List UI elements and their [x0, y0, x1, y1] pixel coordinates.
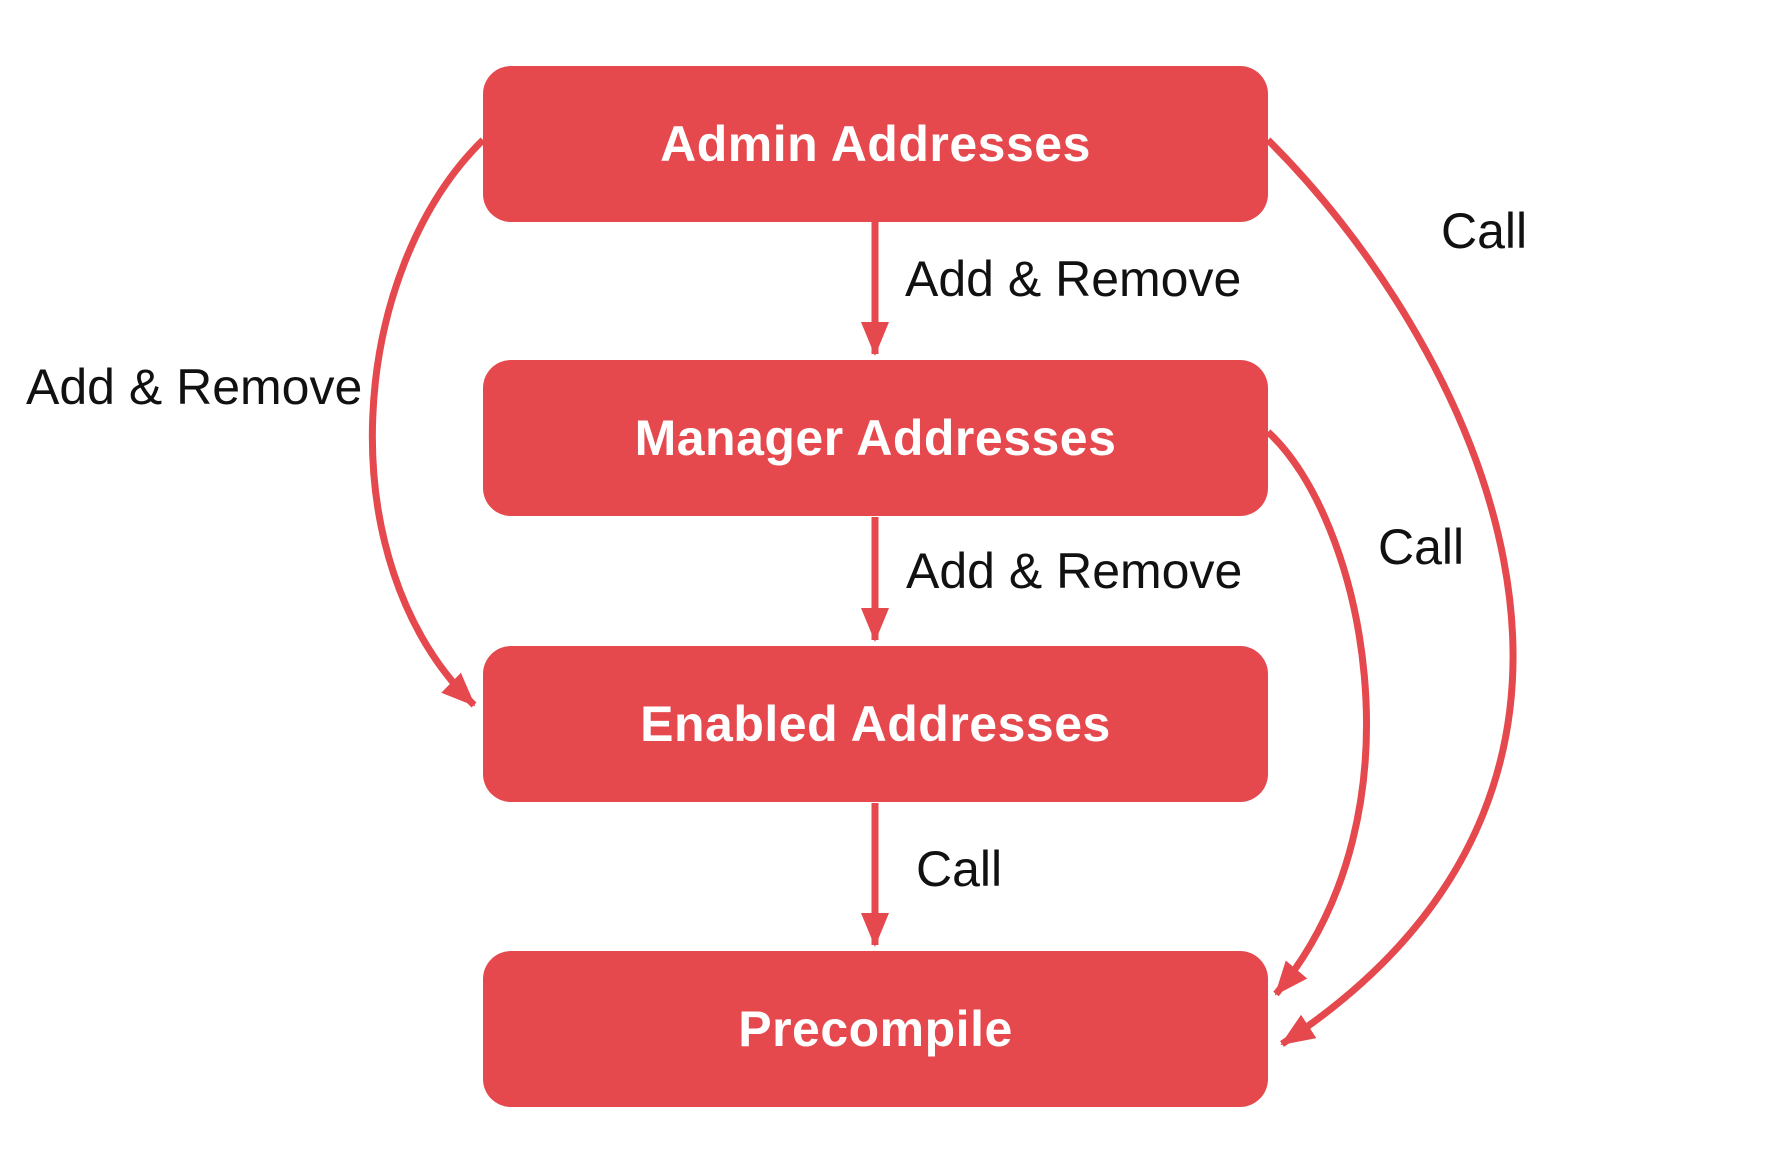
arrow-manager-to-precompile: [1265, 429, 1370, 997]
node-admin-addresses: Admin Addresses: [483, 66, 1268, 222]
edge-label-add-remove-admin-manager: Add & Remove: [905, 251, 1242, 307]
node-label: Manager Addresses: [634, 410, 1117, 466]
node-label: Precompile: [738, 1001, 1013, 1057]
edge-label-add-remove-admin-enabled: Add & Remove: [26, 359, 363, 415]
edge-label-call-enabled-precompile: Call: [916, 841, 1003, 897]
arrow-admin-to-enabled: [368, 137, 486, 708]
node-precompile: Precompile: [483, 951, 1268, 1107]
node-enabled-addresses: Enabled Addresses: [483, 646, 1268, 802]
node-label: Admin Addresses: [660, 116, 1091, 172]
node-label: Enabled Addresses: [640, 696, 1111, 752]
arrow-admin-to-precompile: [1265, 137, 1517, 1047]
edge-label-call-manager-precompile: Call: [1378, 519, 1465, 575]
node-manager-addresses: Manager Addresses: [483, 360, 1268, 516]
edge-label-call-admin-precompile: Call: [1441, 203, 1528, 259]
edge-label-add-remove-manager-enabled: Add & Remove: [906, 543, 1243, 599]
